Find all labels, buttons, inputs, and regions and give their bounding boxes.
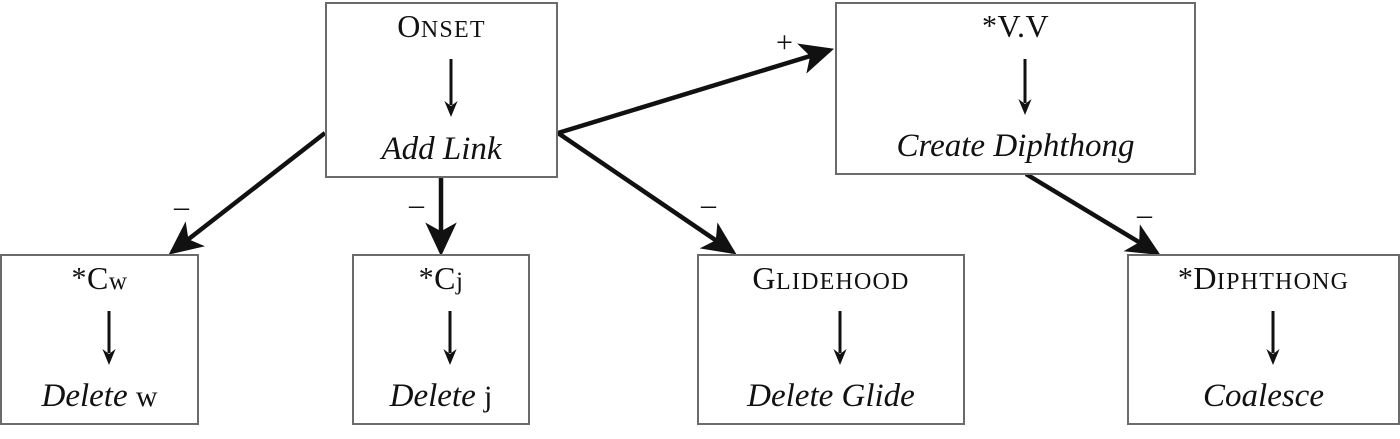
node-cw-constraint: *Cw (71, 260, 128, 296)
node-glidehood-constraint: GLIDEHOOD (752, 260, 910, 296)
node-glidehood[interactable]: GLIDEHOOD Delete Glide (697, 254, 965, 425)
node-cw-star: * (71, 261, 88, 295)
node-onset-inner-arrow-icon (441, 59, 458, 118)
node-cj-inner-arrow-icon (440, 310, 457, 365)
node-cw-constraint-tail: w (108, 268, 128, 295)
node-onset-constraint-rest: NSET (420, 17, 486, 43)
edge-label-onset-to-vv: + (776, 26, 793, 59)
node-glidehood-action: Delete Glide (747, 380, 915, 413)
node-vv-constraint-initial: V.V (997, 8, 1050, 44)
node-diphthong-action-text: Coalesce (1203, 378, 1324, 414)
node-cw-action-text: Delete (41, 378, 128, 414)
node-onset-constraint: ONSET (397, 8, 486, 44)
node-cj-constraint: *Cj (418, 260, 464, 296)
node-cj[interactable]: *Cj Delete j (352, 254, 530, 425)
node-diphthong-constraint-initial: D (1193, 260, 1217, 296)
node-glidehood-constraint-rest: LIDEHOOD (776, 269, 910, 295)
node-cw-action: Delete w (41, 380, 157, 413)
node-vv-action: Create Diphthong (896, 130, 1134, 163)
edge-label-onset-to-cj: – (409, 188, 424, 221)
node-onset-action: Add Link (381, 133, 501, 166)
node-onset-action-text: Add Link (381, 131, 502, 167)
node-diphthong-constraint-rest: IPHTHONG (1216, 269, 1350, 295)
edge-onset-to-cw (168, 131, 327, 255)
node-vv[interactable]: *V.V Create Diphthong (835, 2, 1196, 175)
node-cj-action: Delete j (390, 380, 493, 413)
node-vv-action-text: Create Diphthong (896, 128, 1135, 164)
node-cj-action-roman: j (484, 380, 493, 413)
node-onset-constraint-initial: O (397, 8, 421, 44)
node-diphthong-action: Coalesce (1203, 380, 1324, 413)
node-glidehood-action-text: Delete Glide (747, 378, 915, 414)
node-vv-constraint: *V.V (981, 8, 1050, 44)
node-vv-star: * (981, 9, 998, 43)
node-cj-constraint-tail: j (455, 268, 464, 295)
edge-label-onset-to-glidehood: – (701, 188, 716, 221)
node-glidehood-inner-arrow-icon (830, 310, 847, 365)
edge-label-vv-to-diphthong: – (1137, 198, 1152, 231)
node-cj-constraint-initial: C (434, 260, 456, 296)
node-diphthong-inner-arrow-icon (1263, 310, 1280, 365)
node-cw-constraint-initial: C (87, 260, 109, 296)
node-cw[interactable]: *Cw Delete w (0, 254, 199, 425)
node-cj-action-text: Delete (389, 378, 476, 414)
node-glidehood-constraint-initial: G (752, 260, 777, 296)
node-cw-inner-arrow-icon (99, 310, 116, 365)
edge-label-onset-to-cw: – (174, 190, 189, 223)
node-cw-action-roman: w (135, 380, 158, 413)
node-diphthong-constraint: *DIPHTHONG (1177, 260, 1350, 296)
node-diphthong[interactable]: *DIPHTHONG Coalesce (1127, 254, 1400, 425)
edge-onset-to-vv (557, 43, 835, 136)
node-diphthong-star: * (1177, 261, 1194, 295)
node-vv-inner-arrow-icon (1015, 58, 1032, 115)
node-onset[interactable]: ONSET Add Link (325, 2, 558, 178)
node-cj-star: * (418, 261, 435, 295)
